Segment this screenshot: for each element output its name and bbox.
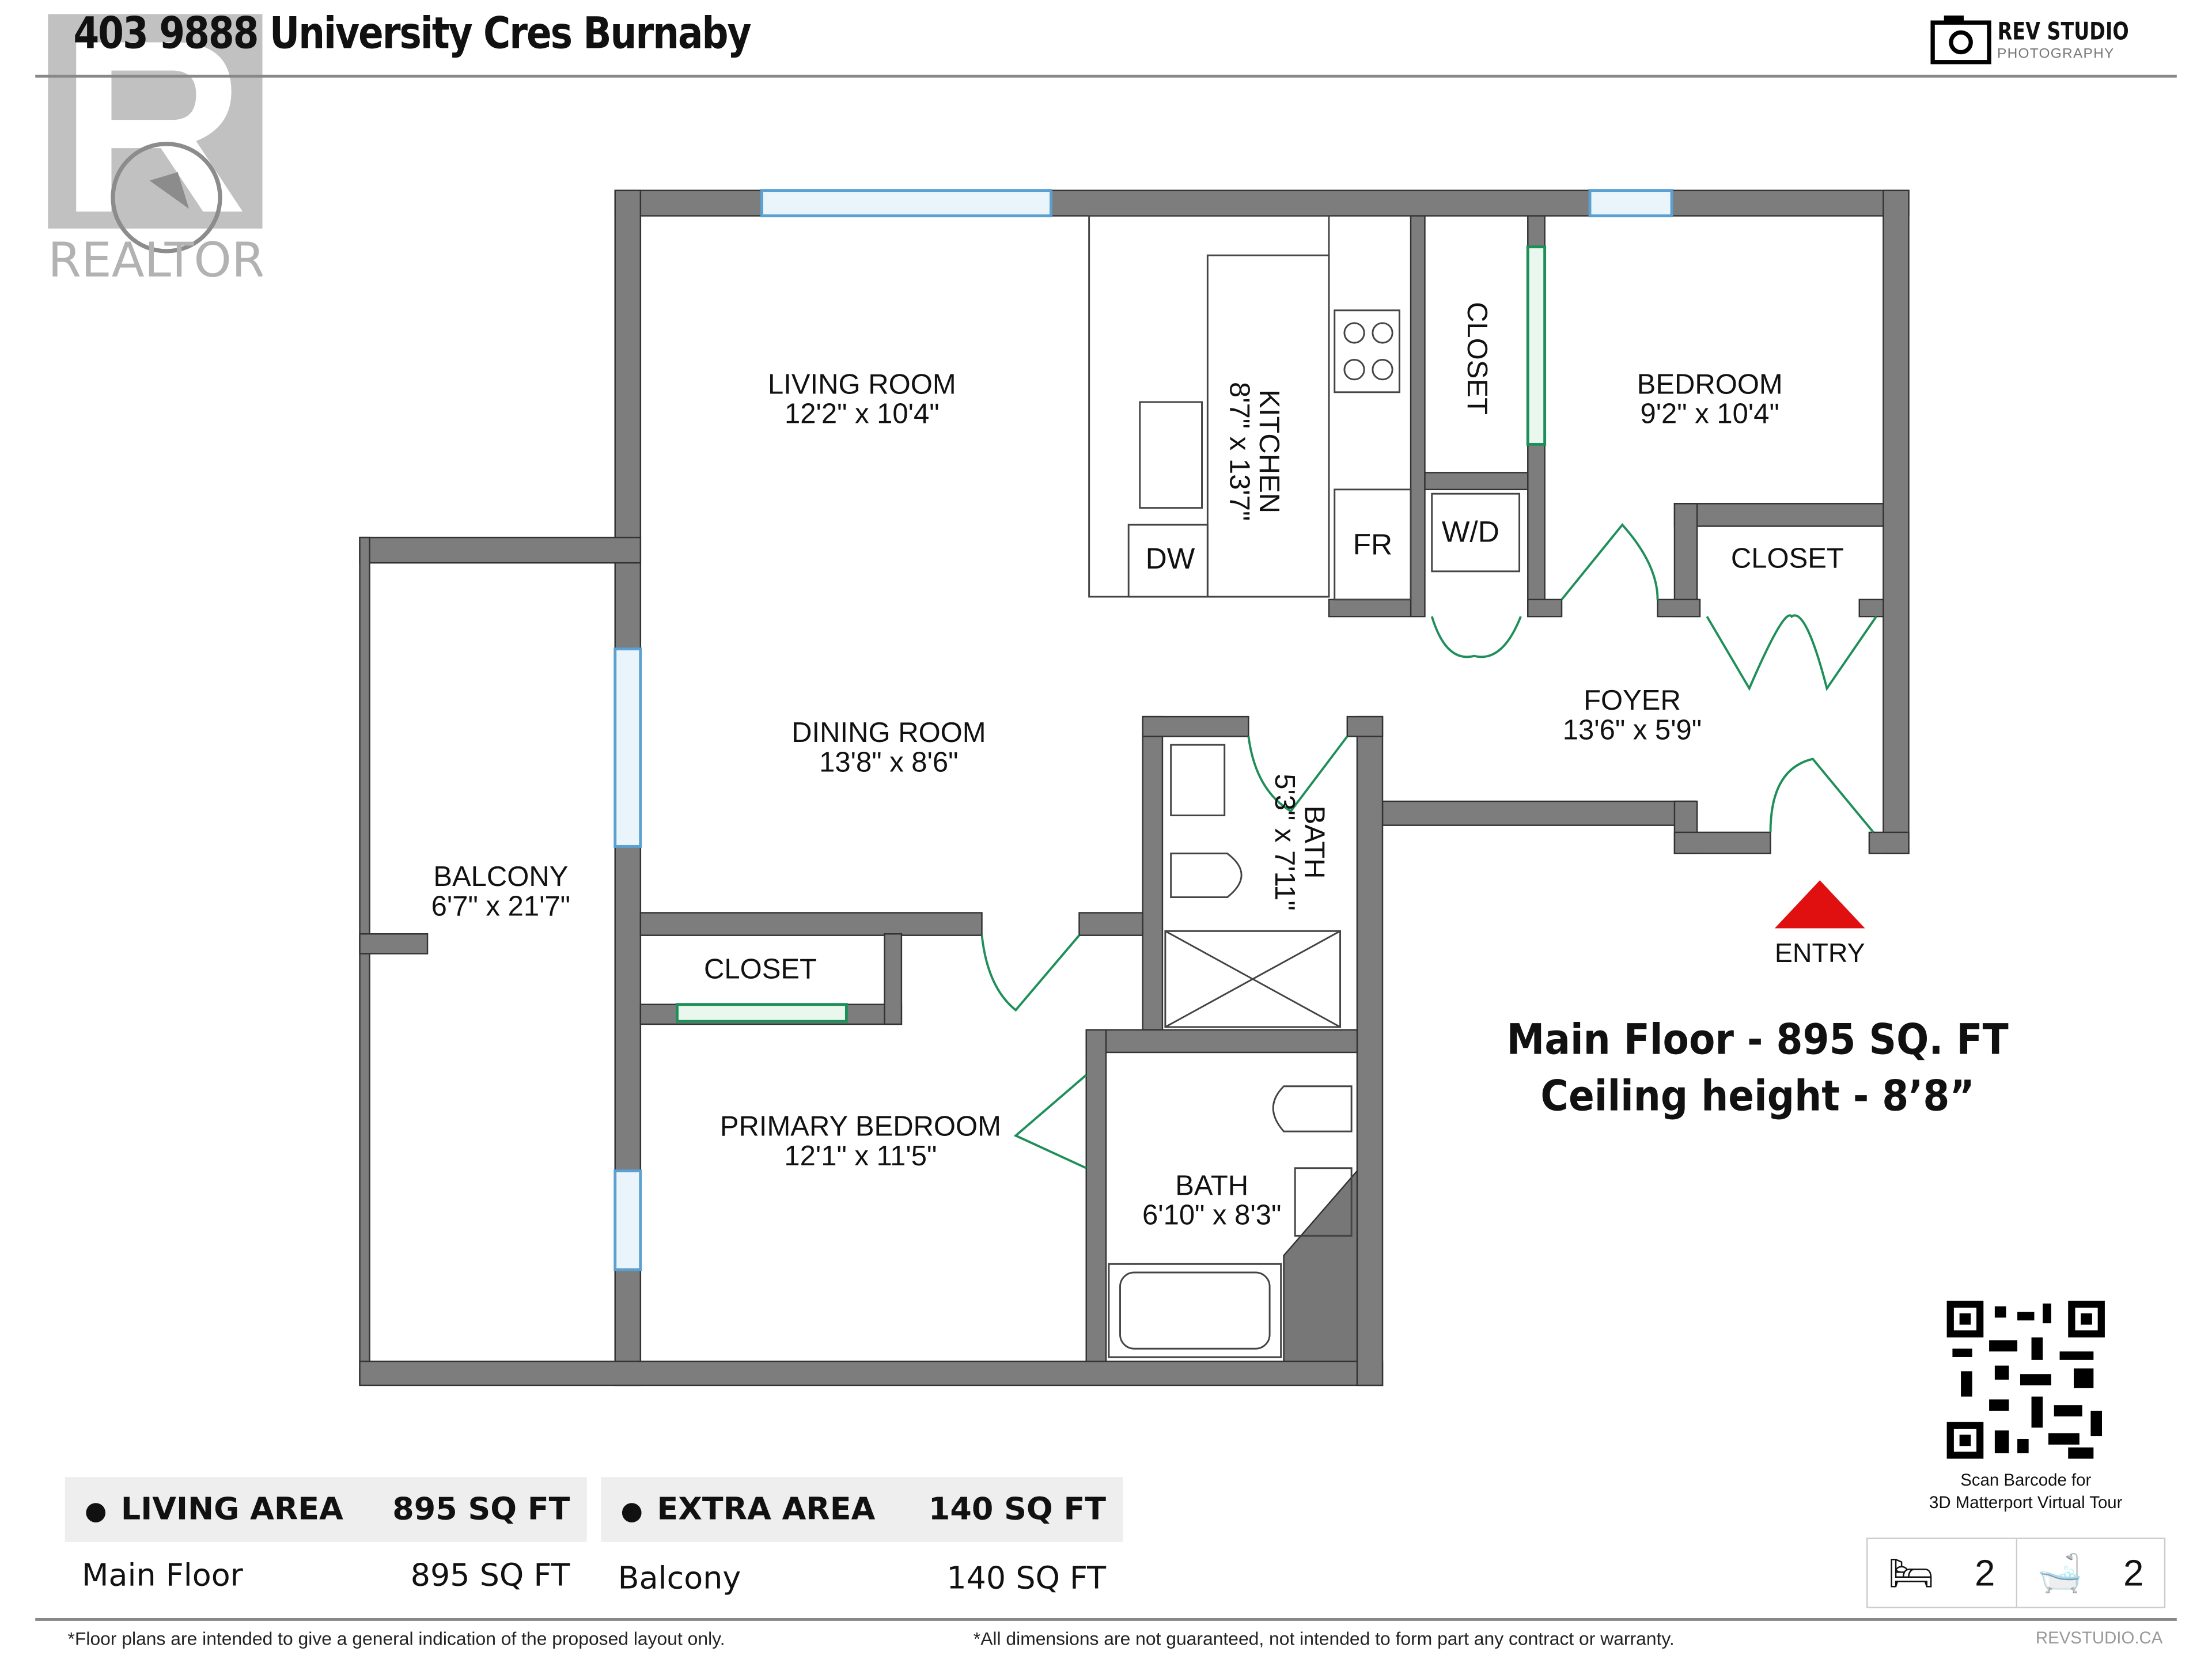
fridge-label: FR	[1353, 529, 1393, 562]
realtor-watermark-logo: REALTOR	[48, 14, 263, 282]
footer-disclaimer-dimensions: *All dimensions are not guaranteed, not …	[973, 1628, 1675, 1649]
footer-disclaimer-layout: *Floor plans are intended to give a gene…	[67, 1628, 725, 1649]
dishwasher-label: DW	[1145, 543, 1195, 576]
bed-icon: 🛏	[1888, 1551, 1935, 1594]
svg-text:REALTOR: REALTOR	[48, 232, 262, 282]
header-divider	[35, 74, 2177, 78]
footer-website: REVSTUDIO.CA	[2035, 1628, 2163, 1648]
windows	[613, 189, 1673, 1271]
entry-label: ENTRY	[1774, 940, 1865, 969]
room-closet-hall: CLOSET	[1460, 302, 1492, 415]
bathroom-count: 2	[2123, 1551, 2144, 1594]
property-address-title: 403 9888 University Cres Burnaby	[73, 8, 751, 59]
room-closet-primary: CLOSET	[704, 954, 817, 986]
qr-code	[1946, 1300, 2105, 1459]
fixtures-outlines	[1088, 215, 1521, 1358]
room-counts: 🛏 2 🛁 2	[1866, 1537, 2166, 1608]
entry-arrow-icon	[1774, 880, 1865, 929]
room-closet-entry: CLOSET	[1730, 544, 1844, 575]
sliding-doors	[676, 245, 1547, 1023]
bathtub-icon: 🛁	[2037, 1551, 2083, 1594]
door-swings	[980, 523, 1877, 1169]
brand-subtitle: PHOTOGRAPHY	[1997, 46, 2115, 62]
camera-icon	[1930, 15, 1991, 65]
bedroom-count: 2	[1975, 1551, 1995, 1594]
washer-dryer-label: W/D	[1441, 516, 1499, 549]
brand-name: REV STUDIO	[1997, 17, 2128, 46]
footer-divider	[35, 1618, 2177, 1621]
